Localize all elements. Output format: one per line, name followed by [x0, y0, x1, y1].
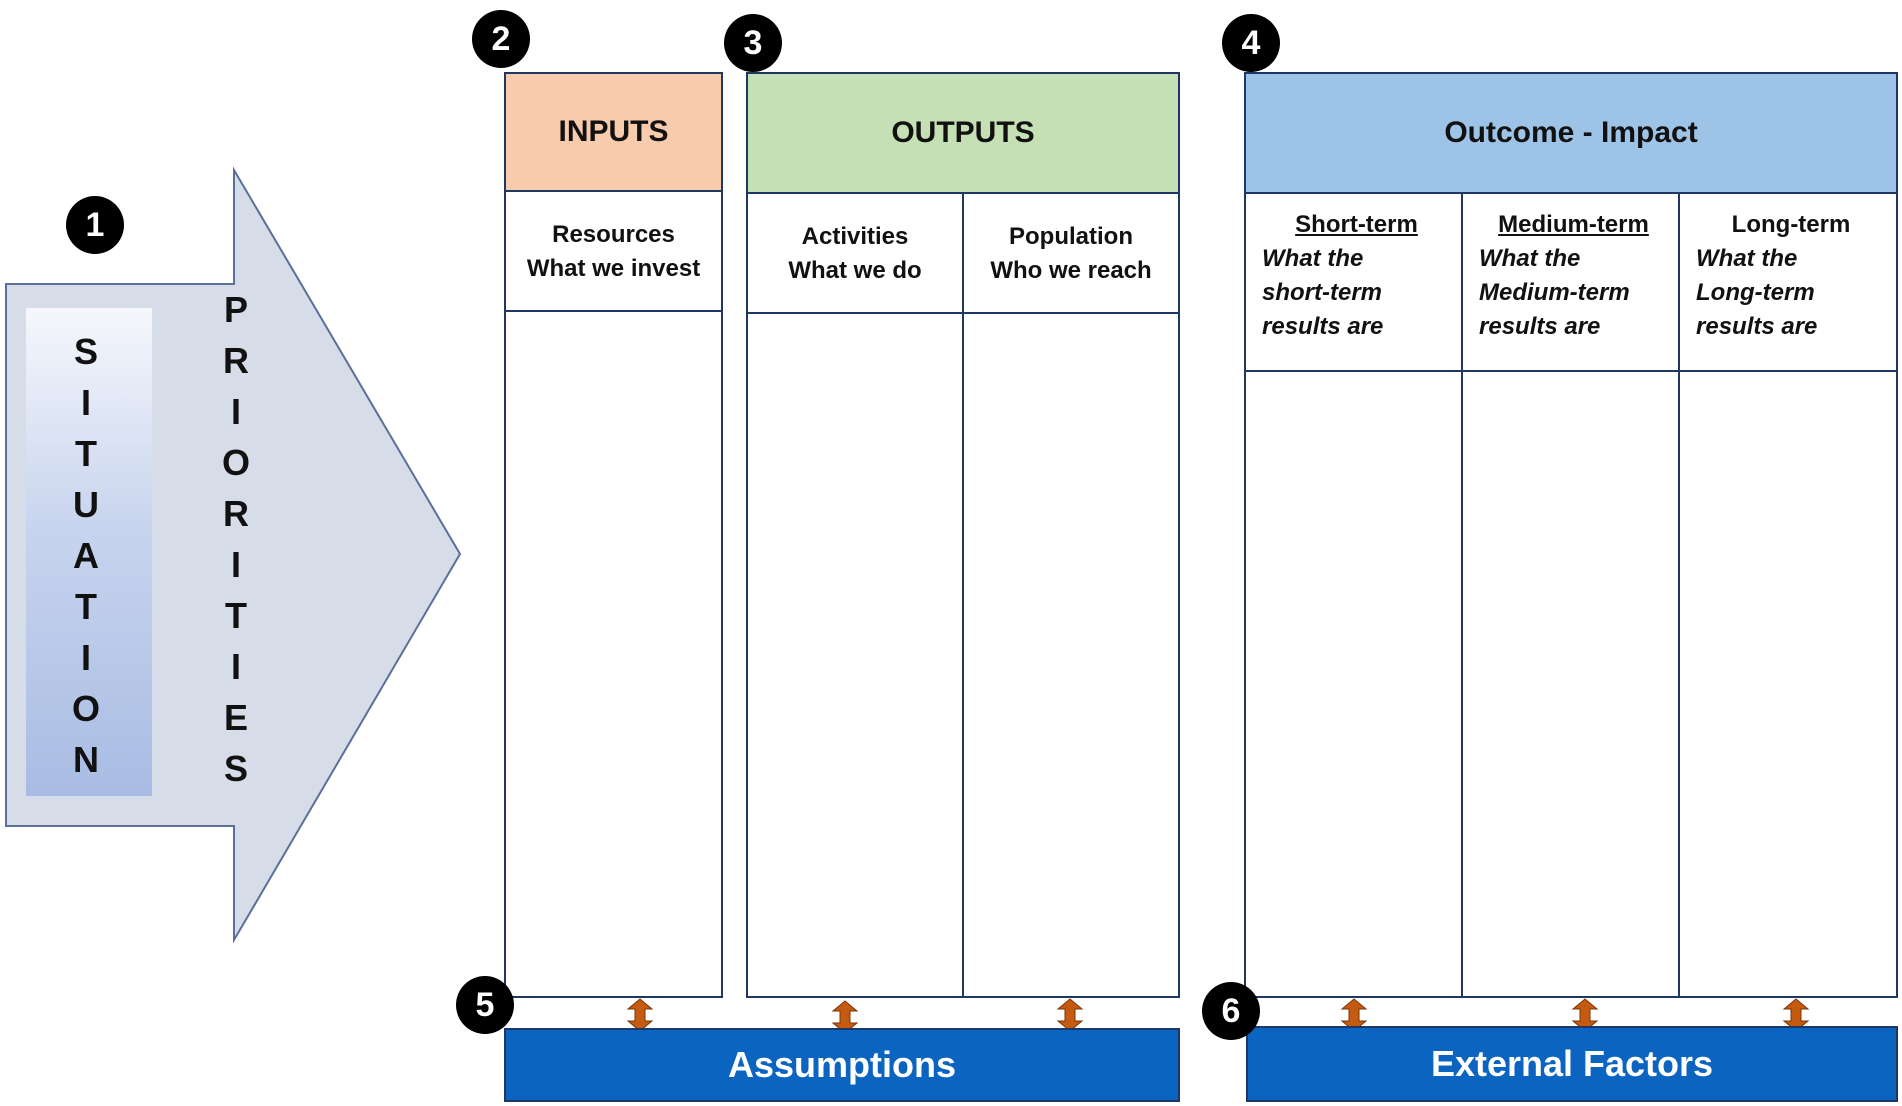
medium-term-title: Medium-term — [1498, 211, 1649, 238]
long-term-line-1: What the — [1696, 245, 1798, 272]
situation-bar — [26, 308, 152, 796]
activities-cell: Activities What we do — [746, 192, 964, 314]
outputs-title: OUTPUTS — [891, 116, 1035, 149]
medium-term-cell: Medium-term What the Medium-term results… — [1461, 192, 1680, 372]
population-desc: Who we reach — [990, 257, 1152, 284]
double-arrow-icon — [626, 998, 654, 1032]
outcome-header: Outcome - Impact — [1244, 72, 1898, 194]
short-term-line-2: short-term — [1262, 279, 1383, 306]
population-cell: Population Who we reach — [962, 192, 1180, 314]
outputs-header: OUTPUTS — [746, 72, 1180, 194]
step-badge-5: 5 — [456, 976, 514, 1034]
medium-term-line-2: Medium-term — [1479, 279, 1630, 306]
external-factors-banner: External Factors — [1246, 1026, 1898, 1102]
resources-desc: What we invest — [526, 255, 701, 282]
outcome-title: Outcome - Impact — [1444, 116, 1698, 149]
long-term-line-2: Long-term — [1696, 279, 1815, 306]
population-label: Population — [1009, 223, 1133, 250]
medium-term-line-3: results are — [1479, 313, 1601, 340]
step-badge-4: 4 — [1222, 14, 1280, 72]
step-badge-6: 6 — [1202, 982, 1260, 1040]
resources-label: Resources — [552, 221, 675, 248]
inputs-header: INPUTS — [504, 72, 723, 192]
activities-desc: What we do — [788, 257, 922, 284]
step-badge-2: 2 — [472, 10, 530, 68]
assumptions-banner: Assumptions — [504, 1028, 1180, 1102]
short-term-line-1: What the — [1262, 245, 1364, 272]
short-term-cell: Short-term What the short-term results a… — [1244, 192, 1463, 372]
activities-label: Activities — [801, 223, 909, 250]
short-term-title: Short-term — [1295, 211, 1418, 238]
long-term-cell: Long-term What the Long-term results are — [1678, 192, 1898, 372]
medium-term-line-1: What the — [1479, 245, 1581, 272]
short-term-line-3: results are — [1262, 313, 1384, 340]
resources-cell: Resources What we invest — [504, 190, 723, 312]
step-badge-1: 1 — [66, 196, 124, 254]
assumptions-label: Assumptions — [727, 1044, 957, 1085]
inputs-title: INPUTS — [558, 115, 669, 148]
long-term-line-3: results are — [1696, 313, 1818, 340]
double-arrow-icon — [1056, 998, 1084, 1032]
long-term-title: Long-term — [1731, 211, 1851, 238]
external-factors-label: External Factors — [1430, 1043, 1714, 1084]
step-badge-3: 3 — [724, 14, 782, 72]
